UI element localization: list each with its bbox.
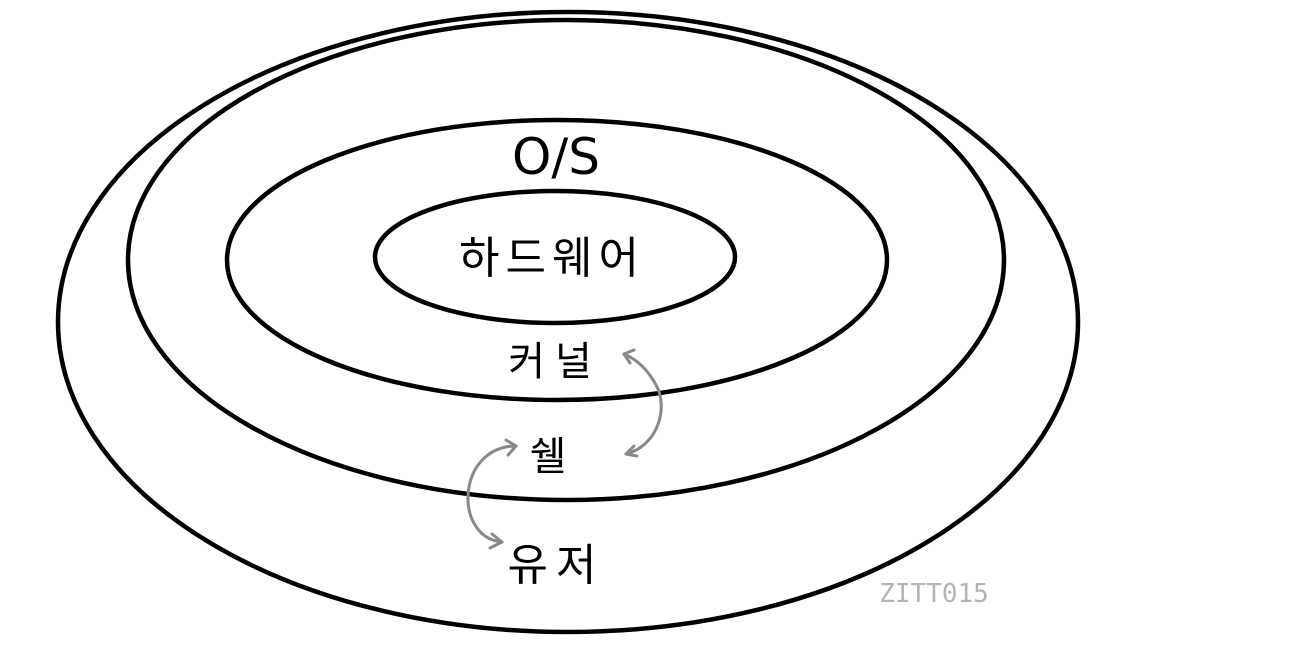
hardware-label: 하드웨어 bbox=[459, 233, 645, 284]
shell-label: 쉘 bbox=[530, 434, 567, 480]
os-label: O/S bbox=[512, 128, 600, 186]
watermark-text: ZITT015 bbox=[879, 579, 989, 609]
user-label: 유저 bbox=[508, 540, 605, 591]
kernel-label: 커널 bbox=[508, 339, 602, 385]
kernel-shell-arrow bbox=[622, 348, 663, 458]
kernel-layer-ring bbox=[224, 117, 890, 403]
hardware-layer-ring bbox=[372, 188, 738, 326]
shell-user-arrow bbox=[466, 438, 518, 550]
os-layer-ring bbox=[125, 17, 1007, 503]
user-layer-ring bbox=[55, 9, 1081, 635]
